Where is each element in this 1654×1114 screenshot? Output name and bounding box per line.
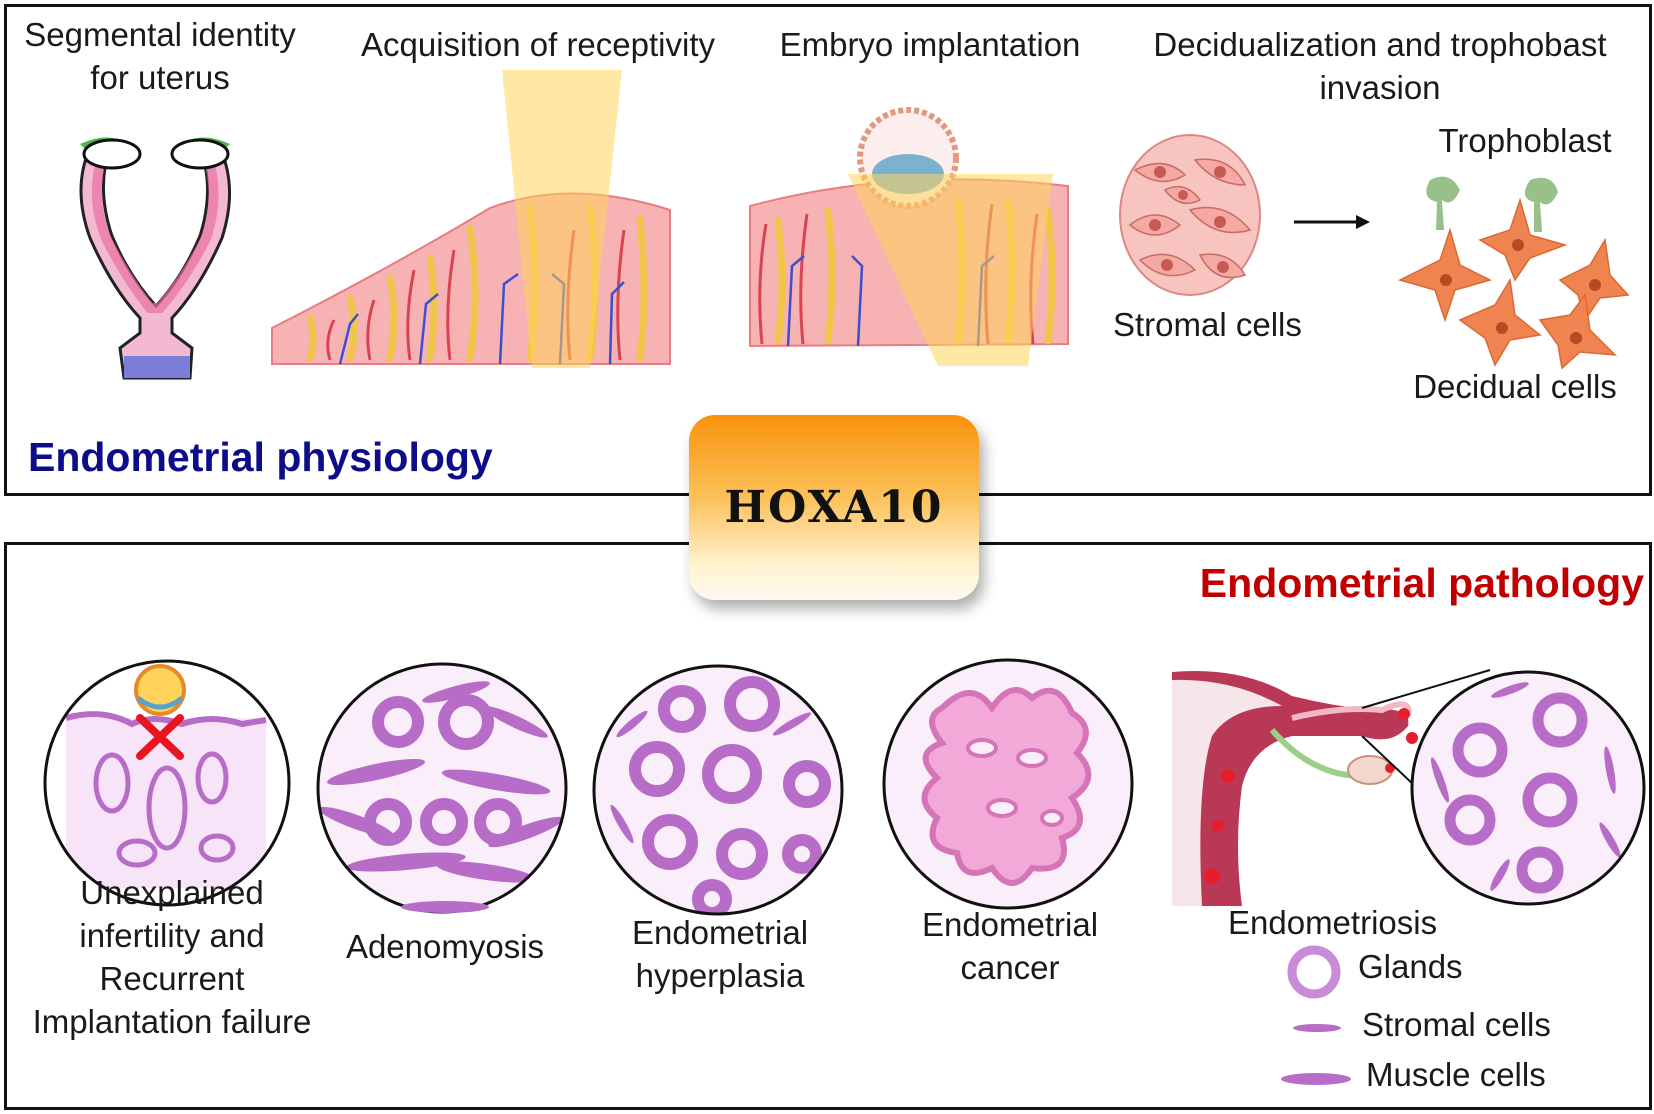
condition-label-adenomyosis: Adenomyosis	[345, 928, 545, 965]
condition-label-line: Endometrial	[631, 914, 809, 951]
gland-ring-icon	[1287, 945, 1341, 999]
muscle-cell-icon	[1281, 1073, 1351, 1085]
condition-label-hyperplasia: Endometrial hyperplasia	[590, 912, 850, 998]
uterus-illustration	[79, 137, 231, 380]
trophoblast-label: Trophoblast	[1438, 122, 1612, 159]
hoxa10-gene-box: HOXA10	[689, 415, 979, 600]
condition-label-line: cancer	[960, 948, 1060, 986]
condition-label-line: infertility and	[79, 916, 265, 954]
stage-label-line: for uterus	[90, 58, 230, 96]
arrow-icon	[1294, 215, 1370, 229]
pathology-section-title: Endometrial pathology	[1199, 560, 1644, 606]
stage-label-line: Decidualization and trophobast	[1153, 26, 1607, 63]
decidual-cells-label: Decidual cells	[1413, 368, 1617, 405]
muscle-cell-icon	[401, 901, 489, 913]
legend-label-glands: Glands	[1358, 948, 1463, 985]
condition-label-line: Implantation failure	[32, 1002, 312, 1040]
embryo-implantation-illustration	[749, 107, 1069, 366]
legend-label-muscle-cells: Muscle cells	[1366, 1056, 1546, 1093]
stage-label-line: invasion	[1319, 68, 1441, 106]
stage-label-decidualization: Decidualization and trophobast invasion	[1130, 24, 1630, 110]
endometrial-cancer-illustration	[882, 658, 1134, 910]
condition-label-cancer: Endometrial cancer	[880, 904, 1140, 990]
stage-label-segmental-identity: Segmental identity for uterus	[10, 14, 310, 100]
stage-label-embryo-implantation: Embryo implantation	[779, 26, 1081, 63]
condition-label-line: Endometrial	[921, 906, 1099, 943]
condition-label-line: Unexplained	[80, 874, 264, 911]
adenomyosis-illustration	[316, 662, 568, 914]
condition-label-endometriosis: Endometriosis	[1228, 904, 1438, 941]
stage-label-receptivity: Acquisition of receptivity	[361, 26, 715, 63]
physiology-section-title: Endometrial physiology	[28, 434, 493, 480]
condition-label-line: Recurrent	[99, 959, 245, 997]
decidual-cells-illustration	[1397, 176, 1630, 370]
endometrial-hyperplasia-illustration	[592, 664, 844, 916]
endometriosis-lesion-illustration	[1410, 670, 1646, 906]
hoxa10-label: HOXA10	[724, 482, 944, 533]
implantation-failure-illustration	[43, 659, 291, 907]
stromal-cell-icon	[1293, 1024, 1341, 1032]
receptive-endometrium-illustration	[271, 70, 671, 368]
stromal-cells-illustration	[1119, 134, 1261, 296]
legend-label-stromal-cells: Stromal cells	[1362, 1006, 1551, 1043]
stage-label-line: Segmental identity	[24, 16, 296, 53]
endometriosis-uterus-illustration	[1172, 671, 1418, 906]
stromal-cells-label: Stromal cells	[1113, 306, 1302, 343]
condition-label-line: hyperplasia	[635, 956, 805, 994]
condition-label-infertility: Unexplained infertility and Recurrent Im…	[12, 872, 332, 1044]
